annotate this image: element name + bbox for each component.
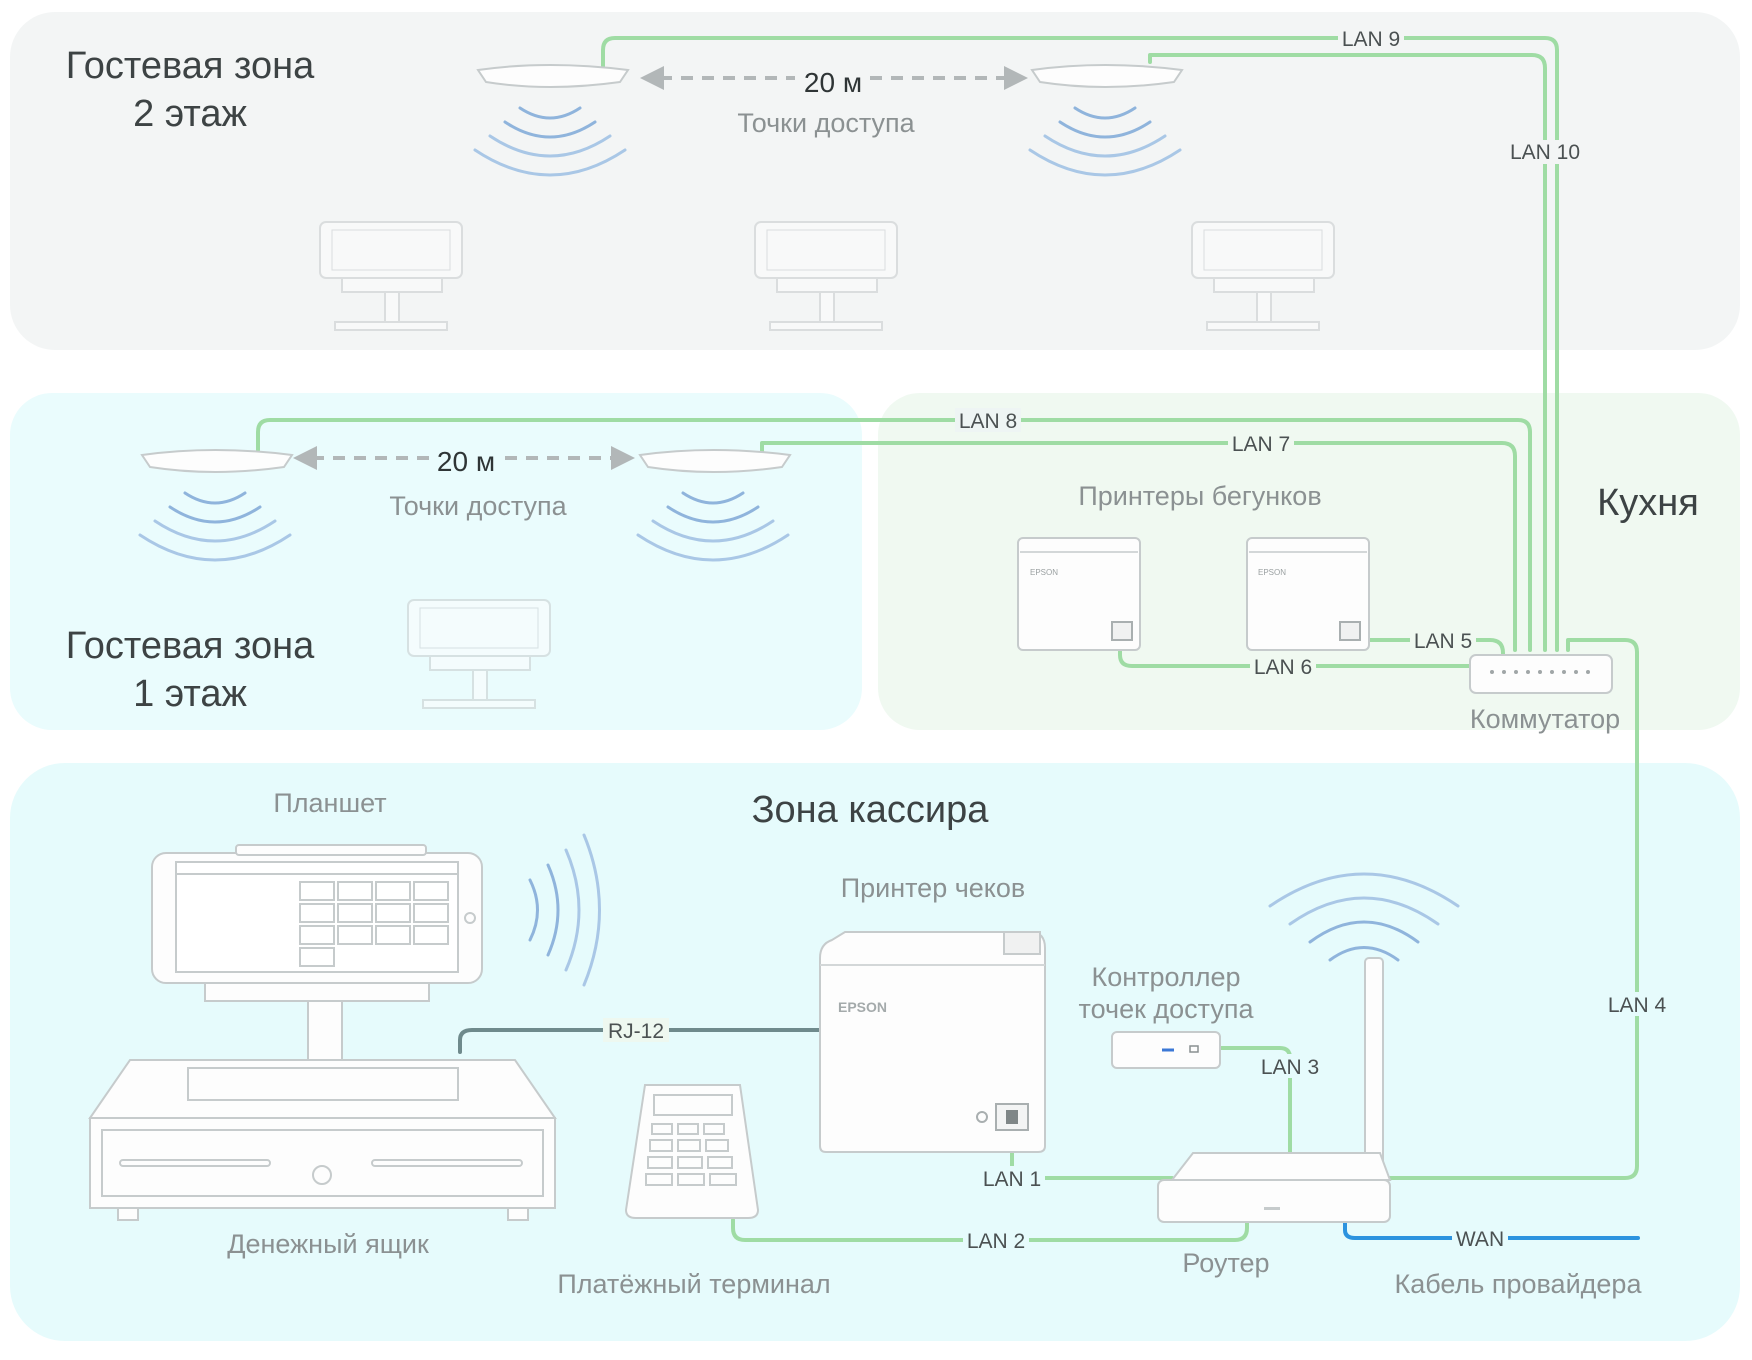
cable-label-lan10: LAN 10 — [1510, 141, 1580, 164]
zone-title-guest1-line1: Гостевая зона — [66, 625, 315, 667]
pos-terminal-floor2-2 — [754, 221, 898, 331]
cable-lan10 — [1148, 53, 1547, 652]
access-point-floor2-right — [1028, 64, 1184, 177]
access-point-floor1-right — [636, 449, 792, 562]
kitchen-printer-1: EPSON — [1017, 537, 1141, 651]
access-point-controller — [1111, 1031, 1221, 1069]
cable-label-lan3: LAN 3 — [1261, 1056, 1319, 1079]
provider-cable-label: Кабель провайдера — [1395, 1269, 1643, 1299]
cable-label-lan5: LAN 5 — [1414, 630, 1472, 653]
router-wifi-waves — [1268, 872, 1460, 962]
cable-label-lan4: LAN 4 — [1608, 994, 1667, 1017]
kitchen-printer-2-brand: EPSON — [1258, 568, 1286, 577]
cable-label-lan7: LAN 7 — [1232, 433, 1290, 456]
tablet-wifi-waves — [528, 833, 601, 987]
pos-terminal-floor1 — [407, 599, 551, 709]
distance-arrow-floor1: 20 м — [293, 446, 635, 477]
payment-terminal — [624, 1084, 760, 1219]
cable-label-lan9: LAN 9 — [1342, 28, 1400, 51]
zone-title-cashier: Зона кассира — [752, 789, 990, 831]
router — [1157, 957, 1392, 1223]
cable-label-lan1: LAN 1 — [983, 1168, 1041, 1191]
pos-terminal-floor2-3 — [1191, 221, 1335, 331]
kitchen-printers-label: Принтеры бегунков — [1078, 481, 1321, 511]
kitchen-printer-1-brand: EPSON — [1030, 568, 1058, 577]
distance-label-floor2: 20 м — [804, 67, 862, 98]
cable-lan7 — [760, 441, 1517, 652]
controller-label-line1: Контроллер — [1091, 962, 1240, 992]
receipt-printer: EPSON — [819, 931, 1046, 1153]
cable-lan6 — [1118, 646, 1474, 668]
access-point-floor2-left — [473, 64, 630, 177]
receipt-printer-label: Принтер чеков — [841, 873, 1026, 903]
cash-drawer — [88, 1059, 557, 1221]
zone-title-guest1-line2: 1 этаж — [133, 673, 247, 715]
kitchen-printer-2: EPSON — [1246, 537, 1370, 651]
router-label: Роутер — [1182, 1248, 1269, 1278]
zone-guest-floor1 — [10, 393, 862, 730]
cable-label-lan8: LAN 8 — [959, 410, 1017, 433]
network-switch — [1469, 654, 1613, 694]
pos-terminal-floor2-1 — [319, 221, 463, 331]
access-point-floor1-left — [138, 449, 294, 562]
cable-lan5 — [1360, 638, 1505, 662]
tablet-label: Планшет — [273, 788, 386, 818]
cable-label-lan6: LAN 6 — [1254, 656, 1312, 679]
network-switch-label: Коммутатор — [1470, 704, 1620, 734]
cable-rj12 — [458, 1028, 822, 1054]
controller-label-line2: точек доступа — [1079, 994, 1255, 1024]
cable-wan — [1343, 1216, 1640, 1240]
cable-label-lan2: LAN 2 — [967, 1230, 1025, 1253]
access-points-label-floor1: Точки доступа — [389, 491, 567, 521]
access-points-label-floor2: Точки доступа — [737, 108, 915, 138]
distance-label-floor1: 20 м — [437, 446, 495, 477]
cable-lan8 — [256, 418, 1532, 652]
cable-label-rj12: RJ-12 — [608, 1020, 664, 1043]
payment-terminal-label: Платёжный терминал — [557, 1269, 830, 1299]
cash-drawer-label: Денежный ящик — [227, 1229, 429, 1259]
distance-arrow-floor2: 20 м — [640, 66, 1028, 98]
receipt-printer-brand: EPSON — [838, 999, 887, 1015]
zone-title-kitchen: Кухня — [1597, 482, 1699, 524]
cable-lan4 — [1383, 638, 1639, 1180]
cable-label-wan: WAN — [1456, 1228, 1504, 1251]
cable-lan9 — [601, 36, 1559, 652]
zone-title-guest2-line2: 2 этаж — [133, 93, 247, 135]
zone-title-guest2-line1: Гостевая зона — [66, 45, 315, 87]
